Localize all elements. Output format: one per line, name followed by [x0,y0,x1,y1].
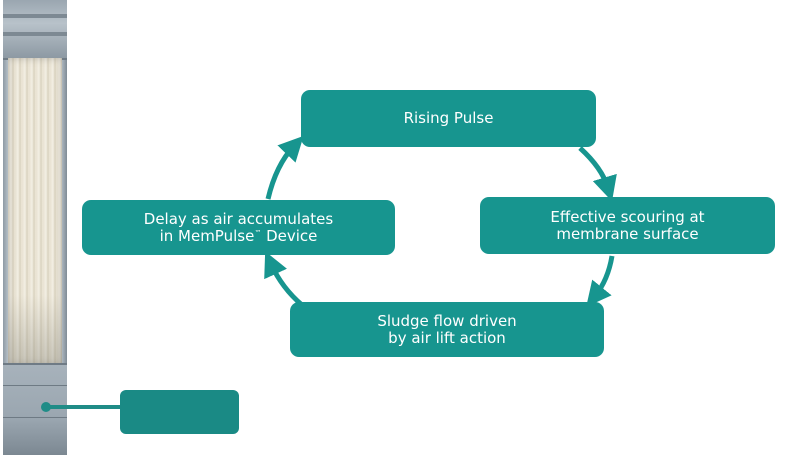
device-connector-line [48,405,120,409]
base-line [3,417,67,418]
cap-band [3,14,67,18]
rising-pulse-box: Rising Pulse [301,90,596,147]
delay-line2: in MemPulse™ Device [159,226,318,245]
module-base [3,363,67,455]
effective-scouring-line1: Effective scouring at [550,207,705,226]
delay-line2-prefix: in MemPulse [159,226,255,245]
arrow-sludge-to-delay [264,251,304,307]
effective-scouring-box: Effective scouring at membrane surface [480,197,775,254]
sludge-flow-line2: by air lift action [388,328,506,347]
sludge-flow-box: Sludge flow driven by air lift action [290,302,604,357]
device-location-dot [41,402,51,412]
membrane-module-image [3,0,67,455]
delay-line2-suffix: Device [261,226,318,245]
membrane-fibers [8,58,62,365]
arrow-rising-to-effective [578,146,617,202]
effective-scouring-line2: membrane surface [556,224,699,243]
arrow-effective-to-sludge [586,255,615,307]
fiber-shade [8,295,62,365]
mempulse-device-label [120,390,239,434]
arrow-delay-to-rising [265,135,304,200]
delay-box: Delay as air accumulates in MemPulse™ De… [82,200,395,255]
trademark-symbol: ™ [254,228,262,237]
cap-band [3,32,67,36]
rising-pulse-label: Rising Pulse [403,109,494,127]
base-line [3,385,67,386]
delay-line1: Delay as air accumulates [143,209,334,228]
sludge-flow-line1: Sludge flow driven [377,311,517,330]
